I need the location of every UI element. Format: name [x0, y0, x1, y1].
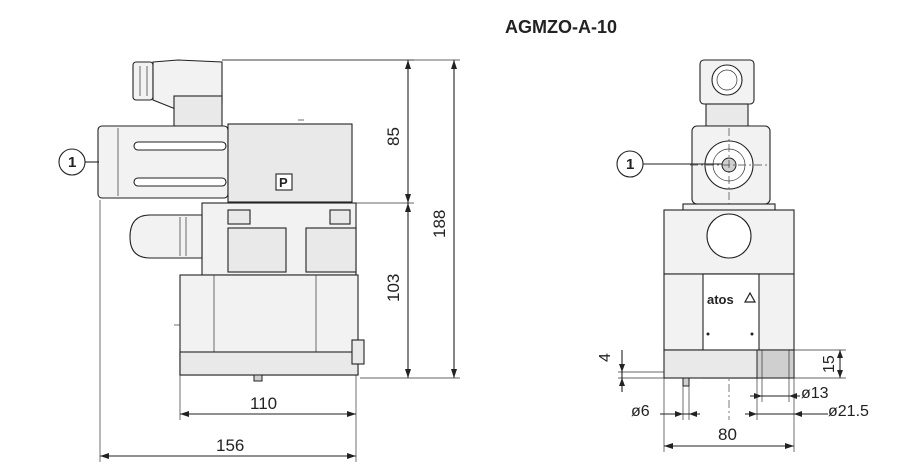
dim-110: 110 [250, 394, 277, 413]
dim-85: 85 [384, 127, 403, 146]
dim-156: 156 [216, 436, 244, 455]
front-view: 1 atos 4 [597, 59, 869, 452]
valve-body-upper [129, 202, 357, 276]
callout-front: 1 [616, 150, 722, 178]
dim-13: ø13 [801, 385, 829, 402]
electrical-connector [132, 59, 223, 127]
callout-front-label: 1 [626, 156, 634, 173]
callout-side-label: 1 [68, 154, 76, 171]
dim-4: 4 [597, 353, 614, 362]
solenoid-coil: P [97, 119, 353, 203]
dimensions-side: 85 103 188 110 156 [99, 59, 460, 462]
dim-80: 80 [718, 425, 737, 444]
dim-6: ø6 [631, 403, 650, 420]
side-view: P 1 [58, 59, 460, 462]
dim-103: 103 [384, 274, 403, 302]
p-symbol: P [279, 175, 288, 190]
brand-logo: atos [707, 292, 734, 307]
dim-15: 15 [821, 355, 838, 373]
dim-21-5: ø21.5 [828, 403, 869, 420]
dimensions-front: 4 15 ø13 ø21.5 ø6 [597, 349, 869, 452]
front-valve-body: atos [663, 203, 795, 387]
callout-side: 1 [58, 148, 99, 176]
valve-body-lower [174, 274, 365, 382]
front-coil [690, 125, 771, 420]
dim-188: 188 [430, 210, 449, 238]
front-connector [699, 59, 755, 127]
drawing-title: AGMZO-A-10 [505, 17, 617, 37]
